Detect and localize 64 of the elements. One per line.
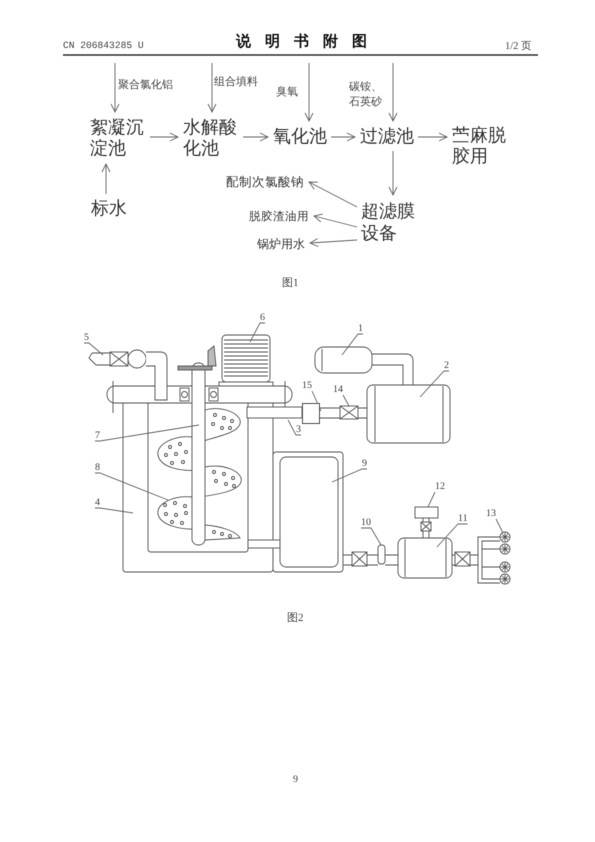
callout-number: 4 [95,497,100,508]
arrow [304,62,314,122]
leader-line [360,528,382,546]
arrow [388,62,398,122]
arrow [150,132,178,142]
arrow [242,132,268,142]
output-label: 脱胶渣油用 [249,211,309,224]
callout-number: 2 [444,360,449,371]
figure-caption: 图2 [287,611,304,625]
output-label: 配制次氯酸钠 [226,175,304,189]
leader-line [250,322,266,342]
callout-number: 15 [302,380,312,391]
leader-line [84,342,104,356]
edge-label: 组合填料 [214,75,258,89]
arrow [388,150,398,196]
callout-number: 1 [358,323,363,334]
callout-number: 6 [260,312,265,323]
callout-number: 3 [296,424,301,435]
page-number: 9 [293,773,298,786]
callout-number: 12 [435,481,445,492]
input-label: 标水 [91,198,127,219]
leader-line [436,524,468,548]
edge-label: 臭氧 [276,85,298,99]
arrow [308,182,358,208]
leader-line [342,334,364,356]
process-label: 氧化池 [273,126,327,147]
callout-number: 5 [84,332,89,343]
component-box [302,403,320,424]
leader-line [342,394,350,406]
callout-number: 10 [361,517,371,528]
page-count: 1/2 页 [505,40,532,53]
arrow [314,214,358,228]
leader-line [94,424,200,442]
leader-line [428,492,436,508]
leader-line [332,468,368,482]
callout-number: 7 [95,430,100,441]
leader-line [94,472,168,500]
output-label: 苎麻脱胶用 [452,125,508,167]
callout-number: 8 [95,462,100,473]
leader-line [496,518,504,534]
arrow [110,62,120,112]
leader-line [312,390,322,412]
output-label: 锅炉用水 [257,237,305,251]
leader-line [288,420,302,436]
arrow [208,62,216,112]
page-title: 说明书附图 [236,33,381,51]
figure-caption: 图1 [282,276,298,290]
arrow [330,132,356,142]
callout-number: 13 [486,508,496,519]
edge-label: 碳铵、石英砂 [349,80,385,110]
document-number: CN 206843285 U [63,40,144,52]
callout-number: 9 [362,458,367,469]
callout-number: 14 [333,384,343,395]
edge-label: 聚合氯化铝 [118,78,173,93]
arrow [418,132,448,142]
process-label: 水解酸化池 [183,117,239,159]
arrow [310,238,358,247]
leader-line [420,370,450,398]
process-label: 絮凝沉淀池 [90,117,146,159]
arrow [102,164,110,194]
process-label: 过滤池 [360,126,414,147]
callout-number: 11 [458,513,468,524]
process-label: 超滤膜设备 [361,200,417,244]
leader-line [94,508,134,514]
